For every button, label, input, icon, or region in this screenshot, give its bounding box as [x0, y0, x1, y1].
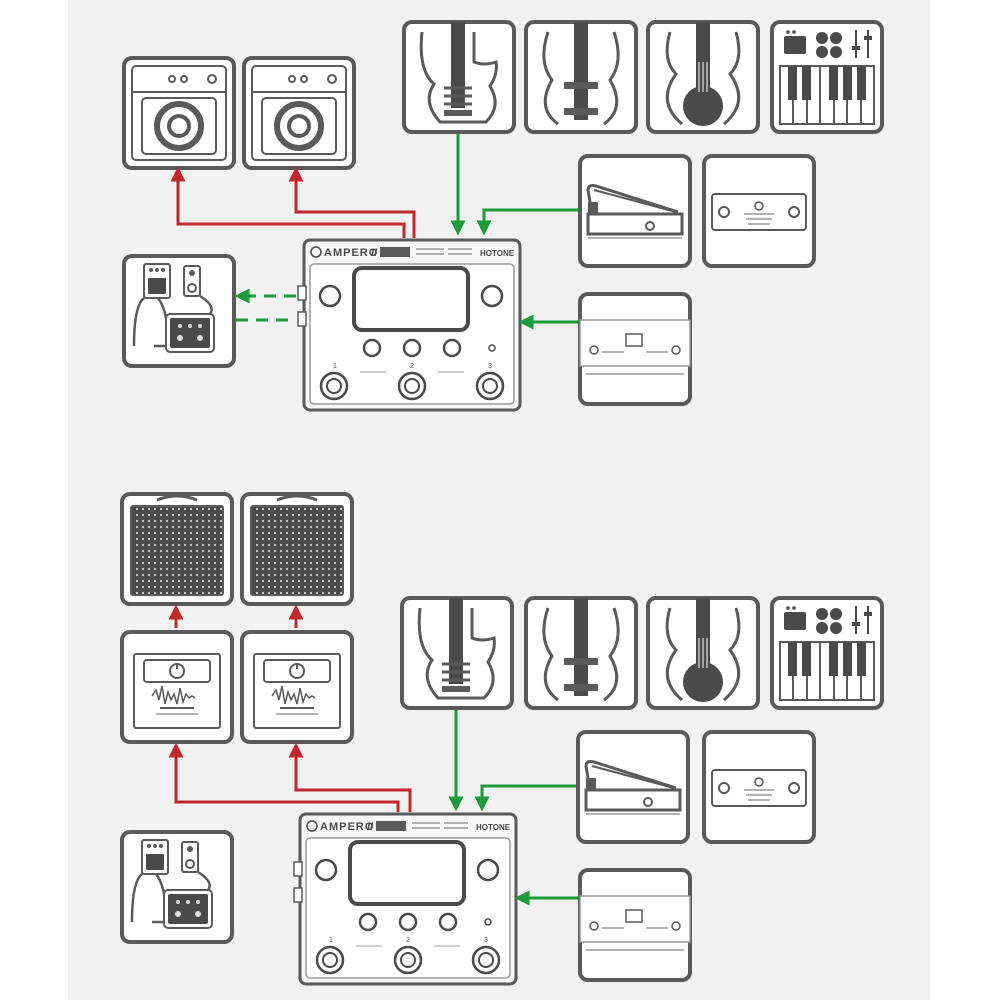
- ampero-unit: AMPERO II HOTONE 1 2 3: [302, 238, 522, 412]
- expression-pedal-icon: [576, 730, 690, 844]
- powered-monitor-icon: [120, 630, 234, 744]
- footswitch-icon: [702, 730, 816, 844]
- electric-guitar-icon: [400, 596, 514, 710]
- output-connections: [168, 604, 412, 812]
- maker-label: HOTONE: [480, 249, 515, 258]
- brand-label: AMPERO: [324, 247, 378, 259]
- effects-pedals-icon: [122, 254, 236, 368]
- switch-number-3: 3: [484, 937, 488, 944]
- acoustic-guitar-icon: [646, 596, 760, 710]
- powered-monitor-icon: [240, 630, 354, 744]
- expression-pedal-icon: [578, 154, 692, 268]
- switch-number-1: 1: [329, 937, 333, 944]
- bass-guitar-icon: [524, 20, 638, 134]
- switch-number-2: 2: [410, 363, 414, 370]
- speaker-cabinet-icon: [240, 492, 354, 606]
- effects-pedals-icon: [120, 830, 234, 944]
- switch-number-1: 1: [333, 363, 337, 370]
- ampero-control-icon: [578, 292, 692, 406]
- output-connections: [170, 166, 416, 238]
- input-connections: [448, 710, 578, 906]
- midi-keyboard-icon: [770, 20, 884, 134]
- guitar-amp-icon: [244, 58, 354, 168]
- switch-number-2: 2: [406, 937, 410, 944]
- ampero-unit: AMPERO II HOTONE 1 2 3: [298, 812, 518, 986]
- footswitch-icon: [702, 154, 816, 268]
- maker-label: HOTONE: [476, 823, 511, 832]
- acoustic-guitar-icon: [646, 20, 760, 134]
- input-connections: [234, 134, 578, 330]
- electric-guitar-icon: [402, 20, 516, 134]
- switch-number-3: 3: [488, 363, 492, 370]
- speaker-cabinet-icon: [120, 492, 234, 606]
- model-mark: II: [367, 821, 374, 833]
- brand-label: AMPERO: [320, 821, 374, 833]
- model-mark: II: [371, 247, 378, 259]
- guitar-amp-icon: [124, 58, 234, 168]
- midi-keyboard-icon: [770, 596, 884, 710]
- ampero-control-icon: [578, 868, 692, 982]
- bass-guitar-icon: [524, 596, 638, 710]
